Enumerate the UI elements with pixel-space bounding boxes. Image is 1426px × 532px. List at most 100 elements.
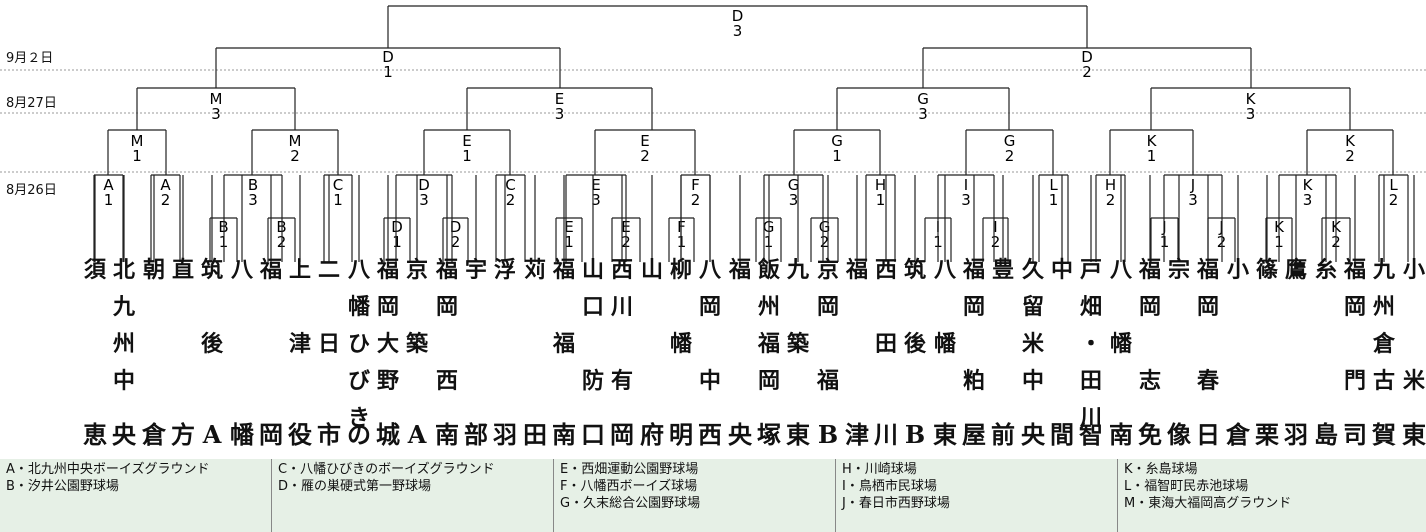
team-name: 八幡南 <box>1107 252 1135 449</box>
team-name-char: 川 <box>1079 405 1102 431</box>
team-name-last-char: 像 <box>1167 420 1191 449</box>
team-name-last-char: 東 <box>786 420 810 449</box>
team-name-last-char: 明 <box>669 420 693 449</box>
team-name-char <box>960 326 988 363</box>
team-name-first-char: 福 <box>552 257 575 283</box>
team-name-char: 州 <box>1372 294 1395 320</box>
team-name-first-char: 小 <box>1226 257 1249 283</box>
team-name-char: 古 <box>1372 368 1395 394</box>
team-name-char: 岡 <box>757 368 780 394</box>
team-name-char <box>872 289 900 326</box>
team-name: 山口防口 <box>579 252 607 449</box>
team-name-char: 幡 <box>1109 331 1132 357</box>
team-name: 戸畑・田川智 <box>1077 252 1105 449</box>
team-name-char: び <box>347 368 370 394</box>
team-name: 柳幡明 <box>667 252 695 449</box>
team-name-first-char: 糸 <box>1314 257 1337 283</box>
team-name-char: 川 <box>610 294 633 320</box>
team-name: 山府 <box>638 252 666 449</box>
team-name: 飯州福岡塚 <box>755 252 783 449</box>
team-name-char: ひ <box>347 331 370 357</box>
team-name-first-char: 上 <box>288 257 311 283</box>
team-name-char <box>1194 326 1222 363</box>
team-name-last-char: 羽 <box>493 420 517 449</box>
team-name-char: 福 <box>816 368 839 394</box>
team-name-char: 幡 <box>933 331 956 357</box>
team-name-last-char: 央 <box>1021 420 1045 449</box>
team-name-char: 中 <box>1021 368 1044 394</box>
team-name-last-char: の <box>347 420 371 449</box>
team-name-first-char: 直 <box>171 257 194 283</box>
team-name-char <box>696 326 724 363</box>
team-name: 豊前 <box>989 252 1017 449</box>
team-name-first-char: 福 <box>1138 257 1161 283</box>
team-name-last-char: 賀 <box>1372 420 1396 449</box>
team-name-char <box>1107 289 1135 326</box>
team-name: 福岡春日 <box>1194 252 1222 449</box>
team-name: 九築東 <box>784 252 812 449</box>
team-name-last-char: 栗 <box>1255 420 1279 449</box>
team-name-first-char: 鷹 <box>1284 257 1307 283</box>
team-name-char <box>1400 289 1426 326</box>
team-name-last-char: A <box>407 420 427 449</box>
team-name-char: 岡 <box>1343 294 1366 320</box>
team-name-char: 米 <box>1021 331 1044 357</box>
team-name-char: ・ <box>1079 331 1102 357</box>
legend-venue: A・北九州中央ボーイズグラウンド <box>6 462 210 477</box>
team-name-last-char: 倉 <box>1226 420 1250 449</box>
team-name-last-char: 田 <box>523 420 547 449</box>
team-name: 須恵 <box>81 252 109 449</box>
team-name: 宗像 <box>1165 252 1193 449</box>
team-name-char <box>608 326 636 363</box>
team-name-last-char: 羽 <box>1284 420 1308 449</box>
team-name-char: 田 <box>874 331 897 357</box>
team-name-char: 岡 <box>1196 294 1219 320</box>
team-name-first-char: 京 <box>405 257 428 283</box>
team-name-last-char: 城 <box>376 420 400 449</box>
team-name-first-char: 八 <box>933 257 956 283</box>
team-name-char: 防 <box>581 368 604 394</box>
team-name-first-char: 篠 <box>1255 257 1278 283</box>
team-name-char: 有 <box>610 368 633 394</box>
team-name-last-char: 恵 <box>83 420 107 449</box>
team-name-char: 州 <box>757 294 780 320</box>
team-name: 福福南 <box>550 252 578 449</box>
team-name-char: 岡 <box>376 294 399 320</box>
team-name-last-char: 塚 <box>757 420 781 449</box>
team-name-last-char: B <box>817 420 839 449</box>
team-name-char: 中 <box>698 368 721 394</box>
team-name: 福岡門司 <box>1341 252 1369 449</box>
team-name-first-char: 小 <box>1402 257 1425 283</box>
legend-venue: E・西畑運動公園野球場 <box>560 462 699 477</box>
team-name-first-char: 八 <box>347 257 370 283</box>
team-name: 苅田 <box>521 252 549 449</box>
team-name-char: 福 <box>757 331 780 357</box>
team-name-char: 西 <box>435 368 458 394</box>
team-name-first-char: 筑 <box>903 257 926 283</box>
legend-venue: L・福智町民赤池球場 <box>1124 479 1249 494</box>
team-name-char <box>1341 326 1369 363</box>
team-name-char: 幡 <box>669 331 692 357</box>
team-name-char: 米 <box>1402 368 1425 394</box>
team-name-first-char: 福 <box>1343 257 1366 283</box>
team-name-char: 志 <box>1138 368 1161 394</box>
team-name-char <box>901 289 929 326</box>
team-name: 鷹羽 <box>1282 252 1310 449</box>
team-name-last-char: 南 <box>1109 420 1133 449</box>
team-name-first-char: 二 <box>317 257 340 283</box>
